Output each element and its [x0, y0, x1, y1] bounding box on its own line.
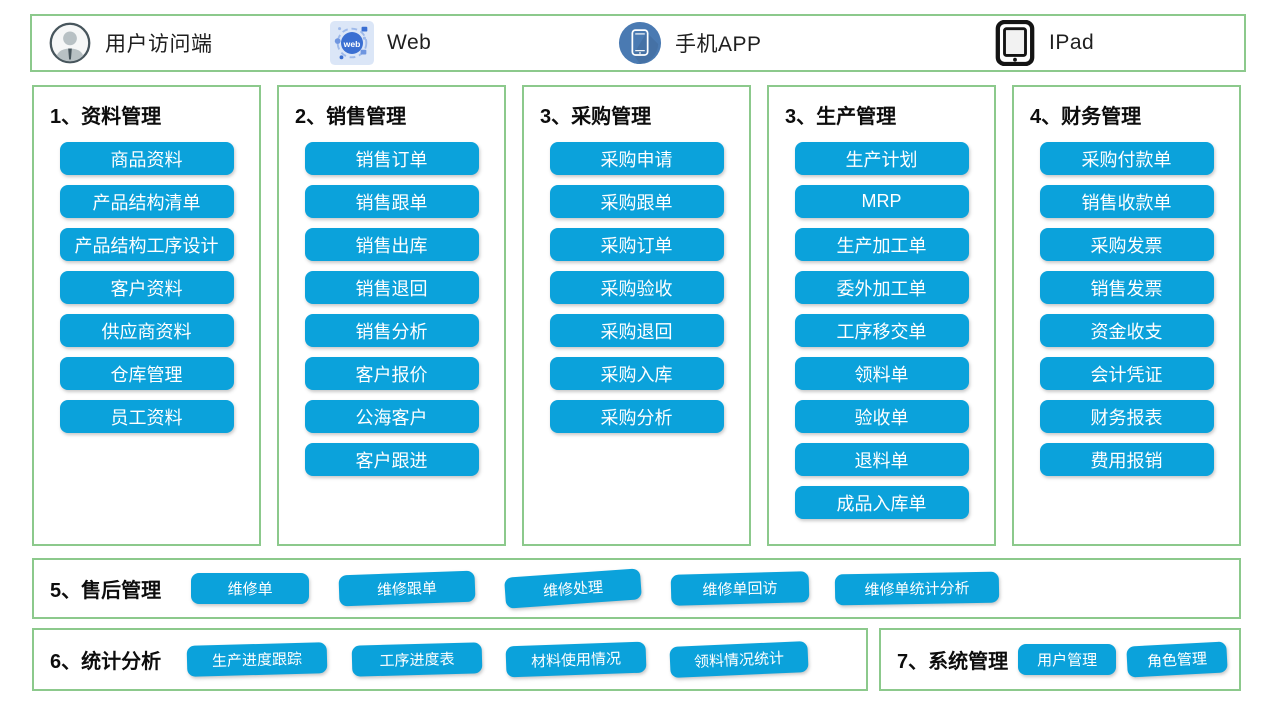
- access-user-client: 用户访问端: [48, 16, 213, 70]
- access-label: 用户访问端: [105, 33, 213, 56]
- access-mobile-app: 手机APP: [618, 16, 762, 70]
- module-button[interactable]: 商品资料: [59, 142, 234, 175]
- panel-title: 4、财务管理: [1030, 106, 1142, 128]
- panel-data-management: 1、资料管理 商品资料 产品结构清单 产品结构工序设计 客户资料 供应商资料 仓…: [32, 85, 261, 546]
- module-button[interactable]: 费用报销: [1039, 443, 1214, 476]
- module-button[interactable]: 工序移交单: [794, 314, 969, 347]
- module-button[interactable]: 客户资料: [59, 271, 234, 304]
- panel-system-management: 7、系统管理 用户管理 角色管理: [879, 628, 1241, 691]
- module-button[interactable]: 采购付款单: [1039, 142, 1214, 175]
- module-button[interactable]: 维修单: [191, 573, 310, 604]
- tablet-icon: [994, 20, 1036, 66]
- module-button[interactable]: 产品结构工序设计: [59, 228, 234, 261]
- module-button[interactable]: 领料情况统计: [669, 641, 809, 678]
- module-button[interactable]: 生产计划: [794, 142, 969, 175]
- panel-buttons: 采购申请 采购跟单 采购订单 采购验收 采购退回 采购入库 采购分析: [524, 142, 749, 433]
- module-button[interactable]: 仓库管理: [59, 357, 234, 390]
- web-icon: web: [330, 21, 374, 65]
- module-button[interactable]: 公海客户: [304, 400, 479, 433]
- panel-after-sales: 5、售后管理 维修单 维修跟单 维修处理 维修单回访 维修单统计分析: [32, 558, 1241, 619]
- access-label: Web: [387, 31, 432, 54]
- panel-title: 1、资料管理: [50, 106, 162, 128]
- module-button[interactable]: 采购验收: [549, 271, 724, 304]
- panel-purchase-management: 3、采购管理 采购申请 采购跟单 采购订单 采购验收 采购退回 采购入库 采购分…: [522, 85, 751, 546]
- module-button[interactable]: 销售出库: [304, 228, 479, 261]
- module-button[interactable]: 财务报表: [1039, 400, 1214, 433]
- panel-buttons: 生产计划 MRP 生产加工单 委外加工单 工序移交单 领料单 验收单 退料单 成…: [769, 142, 994, 519]
- module-button[interactable]: 销售分析: [304, 314, 479, 347]
- phone-icon: [618, 21, 662, 65]
- access-ipad: IPad: [994, 16, 1094, 70]
- module-button[interactable]: 维修跟单: [338, 570, 476, 607]
- user-icon: [48, 21, 92, 65]
- panel-production-management: 3、生产管理 生产计划 MRP 生产加工单 委外加工单 工序移交单 领料单 验收…: [767, 85, 996, 546]
- panel-buttons: 采购付款单 销售收款单 采购发票 销售发票 资金收支 会计凭证 财务报表 费用报…: [1014, 142, 1239, 476]
- module-button[interactable]: 成品入库单: [794, 486, 969, 519]
- module-button[interactable]: 销售退回: [304, 271, 479, 304]
- module-button[interactable]: 材料使用情况: [505, 641, 647, 678]
- module-button[interactable]: 资金收支: [1039, 314, 1214, 347]
- module-button[interactable]: 委外加工单: [794, 271, 969, 304]
- panel-buttons: 销售订单 销售跟单 销售出库 销售退回 销售分析 客户报价 公海客户 客户跟进: [279, 142, 504, 476]
- panel-sales-management: 2、销售管理 销售订单 销售跟单 销售出库 销售退回 销售分析 客户报价 公海客…: [277, 85, 506, 546]
- svg-text:web: web: [343, 39, 361, 49]
- module-button[interactable]: 用户管理: [1018, 644, 1117, 675]
- panel-statistics-analysis: 6、统计分析 生产进度跟踪 工序进度表 材料使用情况 领料情况统计: [32, 628, 868, 691]
- module-button[interactable]: 生产进度跟踪: [186, 642, 328, 677]
- panel-title: 3、采购管理: [540, 106, 652, 128]
- module-button[interactable]: 采购跟单: [549, 185, 724, 218]
- panel-title: 5、售后管理: [50, 580, 162, 602]
- module-button[interactable]: 会计凭证: [1039, 357, 1214, 390]
- module-button[interactable]: 验收单: [794, 400, 969, 433]
- module-button[interactable]: 员工资料: [59, 400, 234, 433]
- module-button[interactable]: 维修单回访: [670, 571, 810, 606]
- module-button[interactable]: 维修处理: [504, 568, 643, 609]
- module-button[interactable]: 采购分析: [549, 400, 724, 433]
- module-button[interactable]: 生产加工单: [794, 228, 969, 261]
- module-button[interactable]: 工序进度表: [351, 642, 483, 677]
- panel-finance-management: 4、财务管理 采购付款单 销售收款单 采购发票 销售发票 资金收支 会计凭证 财…: [1012, 85, 1241, 546]
- module-button[interactable]: 采购发票: [1039, 228, 1214, 261]
- user-access-bar: 用户访问端 web Web: [30, 14, 1246, 72]
- module-button[interactable]: 角色管理: [1126, 641, 1228, 678]
- access-label: 手机APP: [675, 33, 762, 56]
- module-button[interactable]: 销售发票: [1039, 271, 1214, 304]
- access-label: IPad: [1049, 31, 1095, 54]
- module-button[interactable]: 销售收款单: [1039, 185, 1214, 218]
- module-button[interactable]: 采购入库: [549, 357, 724, 390]
- module-button[interactable]: 采购申请: [549, 142, 724, 175]
- module-button[interactable]: 维修单统计分析: [834, 571, 1000, 606]
- panel-title: 2、销售管理: [295, 106, 407, 128]
- module-button[interactable]: 退料单: [794, 443, 969, 476]
- panel-title: 7、系统管理: [897, 651, 1009, 673]
- module-button[interactable]: 销售跟单: [304, 185, 479, 218]
- module-button[interactable]: 供应商资料: [59, 314, 234, 347]
- access-web: web Web: [330, 16, 431, 70]
- module-button[interactable]: MRP: [794, 185, 969, 218]
- module-button[interactable]: 领料单: [794, 357, 969, 390]
- panel-buttons: 商品资料 产品结构清单 产品结构工序设计 客户资料 供应商资料 仓库管理 员工资…: [34, 142, 259, 433]
- module-button[interactable]: 客户跟进: [304, 443, 479, 476]
- module-button[interactable]: 采购订单: [549, 228, 724, 261]
- module-button[interactable]: 客户报价: [304, 357, 479, 390]
- panel-title: 3、生产管理: [785, 106, 897, 128]
- module-button[interactable]: 采购退回: [549, 314, 724, 347]
- module-button[interactable]: 产品结构清单: [59, 185, 234, 218]
- module-button[interactable]: 销售订单: [304, 142, 479, 175]
- panel-title: 6、统计分析: [50, 651, 162, 673]
